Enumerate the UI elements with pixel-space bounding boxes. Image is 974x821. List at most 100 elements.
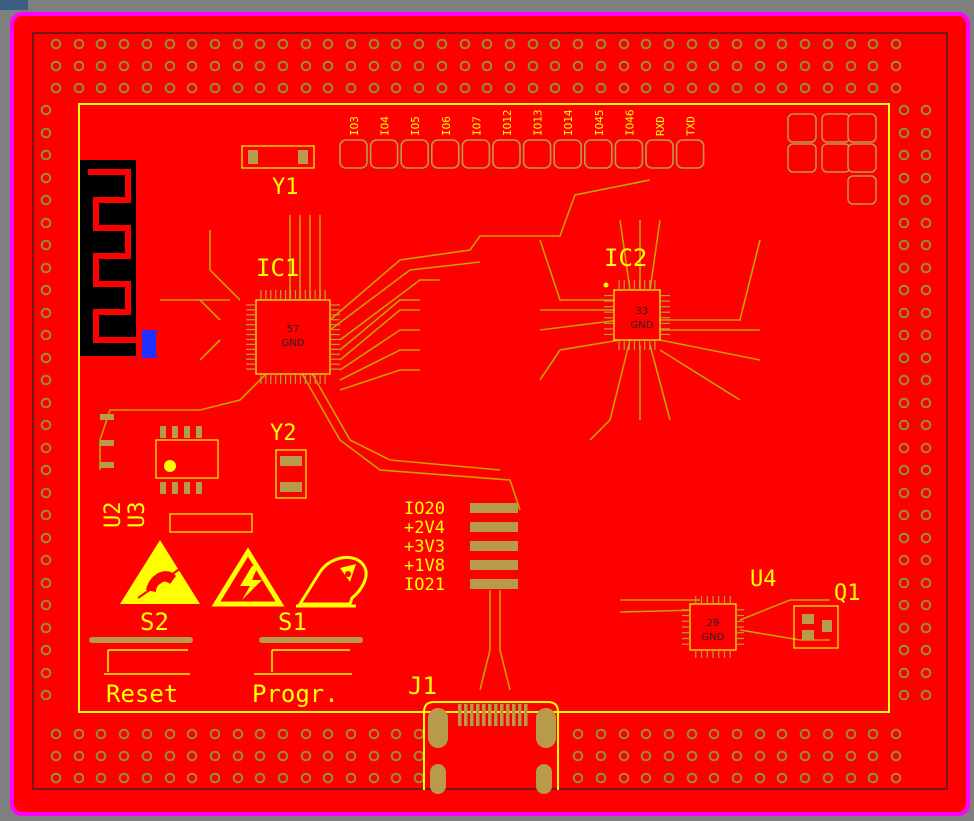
header-pad-io7[interactable]: IO7 [461, 116, 491, 169]
header-pin-label: IO5 [409, 116, 422, 136]
via [40, 644, 52, 656]
bird-logo-icon [296, 556, 368, 608]
via [890, 750, 902, 762]
via [40, 307, 52, 319]
header-pad-io12[interactable]: IO12 [492, 110, 521, 169]
via [345, 60, 357, 72]
via [345, 82, 357, 94]
header-pad-io46[interactable]: IO46 [614, 110, 644, 169]
via [663, 772, 675, 784]
via [118, 38, 130, 50]
via [40, 622, 52, 634]
via [368, 750, 380, 762]
via [73, 728, 85, 740]
via [118, 60, 130, 72]
via [186, 60, 198, 72]
via [822, 82, 834, 94]
u4: 29 GND [682, 596, 744, 658]
via [572, 728, 584, 740]
header-pad-io5[interactable]: IO5 [400, 116, 430, 169]
via [731, 772, 743, 784]
via [618, 82, 630, 94]
via [754, 82, 766, 94]
header-pad-io14[interactable]: IO14 [553, 109, 583, 169]
header-pad-txd[interactable]: TXD [675, 116, 705, 169]
via [141, 60, 153, 72]
via [164, 60, 176, 72]
usb-pin [482, 704, 486, 726]
via [708, 772, 720, 784]
via [209, 60, 221, 72]
via [920, 149, 932, 161]
via [686, 772, 698, 784]
via [277, 750, 289, 762]
header-pad-io4[interactable]: IO4 [369, 116, 399, 169]
header-pad-io6[interactable]: IO6 [430, 116, 460, 169]
via [40, 554, 52, 566]
via [40, 419, 52, 431]
via [322, 728, 334, 740]
via [920, 509, 932, 521]
via [40, 599, 52, 611]
via [527, 82, 539, 94]
via [413, 750, 425, 762]
via [898, 419, 910, 431]
s1-footprint[interactable] [254, 637, 363, 675]
keepout-outline [32, 32, 948, 790]
via [898, 104, 910, 116]
via [118, 750, 130, 762]
header-pad-io3[interactable]: IO3 [339, 116, 368, 169]
header-pad-io45[interactable]: IO45 [583, 110, 613, 169]
via [459, 82, 471, 94]
via-grid [40, 38, 932, 784]
via [413, 772, 425, 784]
via [731, 728, 743, 740]
via [595, 82, 607, 94]
via [300, 728, 312, 740]
via [822, 772, 834, 784]
via [436, 82, 448, 94]
via [898, 172, 910, 184]
via [209, 772, 221, 784]
via [898, 239, 910, 251]
via [920, 487, 932, 499]
via [40, 532, 52, 544]
s2-footprint[interactable] [89, 637, 193, 675]
via [663, 60, 675, 72]
u2-ref: U2 [101, 502, 126, 529]
via [867, 750, 879, 762]
via [920, 442, 932, 454]
via [40, 397, 52, 409]
via [890, 772, 902, 784]
via [708, 750, 720, 762]
via [322, 772, 334, 784]
ic2-ref: IC2 [604, 244, 647, 272]
header-pad-io13[interactable]: IO13 [522, 110, 552, 169]
via [73, 750, 85, 762]
via [549, 60, 561, 72]
via [845, 772, 857, 784]
via [920, 329, 932, 341]
usb-pin [470, 704, 474, 726]
via [277, 728, 289, 740]
via [141, 772, 153, 784]
via [232, 38, 244, 50]
via [776, 750, 788, 762]
ic1-ref: IC1 [256, 254, 299, 282]
via [572, 750, 584, 762]
via [481, 60, 493, 72]
header-pin-label: IO14 [562, 109, 575, 136]
header-pin-label: TXD [685, 116, 698, 136]
via [40, 172, 52, 184]
via [232, 60, 244, 72]
header-pad-rxd[interactable]: RXD [645, 116, 674, 169]
via [898, 307, 910, 319]
via [118, 728, 130, 740]
via [141, 82, 153, 94]
via [754, 728, 766, 740]
via [209, 38, 221, 50]
via [890, 38, 902, 50]
via [300, 60, 312, 72]
header-pin-label: RXD [654, 116, 667, 136]
